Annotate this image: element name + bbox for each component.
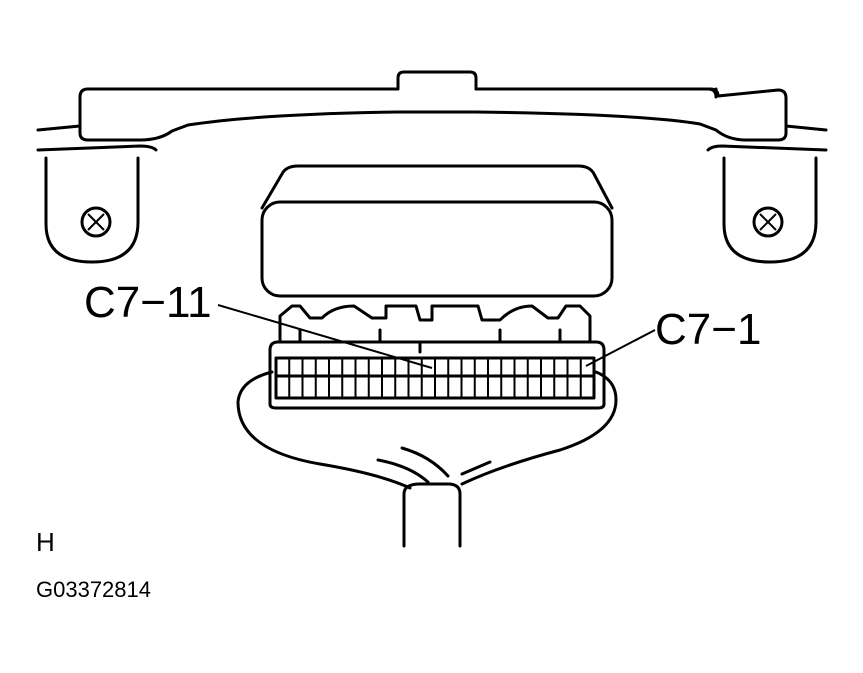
wire-connector: [268, 304, 606, 410]
leader-lines: [217, 304, 656, 369]
mating-block: [260, 164, 614, 298]
leader-line-c7-1: [585, 329, 656, 367]
pin-label-c7-1: C7−1: [655, 305, 762, 354]
pin-label-c7-11: C7−11: [84, 278, 212, 327]
leader-line-c7-11: [217, 304, 433, 369]
ecu-bracket: [36, 70, 828, 264]
wire-harness: [236, 370, 618, 548]
figure-code: G03372814: [36, 577, 151, 602]
screw-icon: [80, 206, 112, 238]
screw-icon: [752, 206, 784, 238]
view-letter: H: [36, 527, 55, 557]
